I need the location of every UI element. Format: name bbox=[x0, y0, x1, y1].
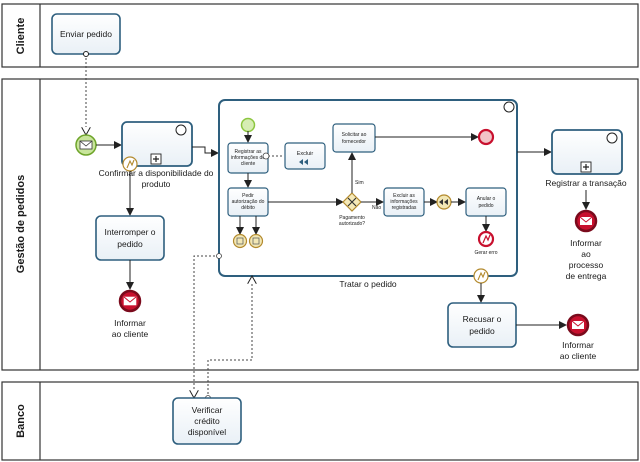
task-confirmar-label-2: produto bbox=[142, 179, 171, 189]
task-interromper-label-1: Interromper o bbox=[104, 227, 155, 237]
subtask-registrar-label-3: cliente bbox=[241, 161, 256, 167]
informar-processo-label-3: processo bbox=[569, 260, 604, 270]
informar-processo-label-2: ao bbox=[581, 249, 591, 259]
gateway-sim-label: Sim bbox=[355, 180, 364, 186]
end-message-event-informar-cliente-right: Informar ao cliente bbox=[560, 313, 597, 361]
compensation-boundary bbox=[262, 152, 270, 160]
task-confirmar-label-1: Confirmar a disponibilidade do bbox=[99, 168, 214, 178]
informar-cliente-right-label-2: ao cliente bbox=[560, 351, 597, 361]
intermediate-timer-event-2 bbox=[248, 233, 264, 249]
inner-start-event bbox=[240, 117, 256, 133]
task-recusar-pedido[interactable]: Recusar o pedido bbox=[447, 302, 517, 348]
gateway-nao-label: Não bbox=[372, 205, 381, 211]
end-message-event-informar-processo: Informar ao processo de entrega bbox=[566, 209, 607, 281]
subtask-anular-label-1: Anular o bbox=[477, 196, 496, 202]
gerar-erro-label: Gerar erro bbox=[474, 250, 497, 256]
compensation-throw-event bbox=[436, 194, 452, 210]
subtask-registrar-label-1: Registrar as bbox=[235, 149, 262, 155]
subtask-excluir-info-label-2: informações bbox=[390, 199, 418, 205]
inner-end-event bbox=[477, 128, 495, 146]
subtask-anular-label-2: pedido bbox=[478, 203, 493, 209]
subtask-solicitar-label-1: Solicitar ao bbox=[342, 132, 367, 138]
subtask-excluir-label: Excluir bbox=[297, 151, 314, 157]
subtask-registrar-informacoes[interactable]: Registrar as informações do cliente bbox=[227, 142, 269, 174]
subtask-pedir-label-1: Pedir bbox=[242, 193, 254, 199]
compensation-icon bbox=[299, 159, 308, 165]
subtask-pedir-label-3: débito bbox=[241, 205, 255, 211]
subtask-excluir[interactable]: Excluir bbox=[284, 142, 326, 170]
gateway-label-2: autorizado? bbox=[339, 221, 365, 227]
end-informar-cliente-label-2: ao cliente bbox=[112, 329, 149, 339]
task-registrar-transacao[interactable]: Registrar a transação bbox=[545, 129, 627, 188]
task-interromper-label-2: pedido bbox=[117, 239, 143, 249]
intermediate-timer-event-1 bbox=[232, 233, 248, 249]
subtask-solicitar-label-2: fornecedor bbox=[342, 139, 366, 145]
lane-label-cliente: Cliente bbox=[15, 18, 27, 55]
flow-confirmar-tratar bbox=[192, 146, 219, 157]
subtask-solicitar-fornecedor[interactable]: Solicitar ao fornecedor bbox=[332, 123, 376, 153]
task-verificar-label-1: Verificar bbox=[192, 405, 223, 415]
subtask-pedir-autorizacao[interactable]: Pedir autorização do débito bbox=[227, 187, 269, 217]
subtask-registrar-label-2: informações do bbox=[231, 155, 265, 161]
informar-processo-label-1: Informar bbox=[570, 238, 602, 248]
task-verificar-label-3: disponível bbox=[188, 427, 226, 437]
task-recusar-label-2: pedido bbox=[469, 326, 495, 336]
subtask-excluir-info-label-1: Excluir as bbox=[393, 193, 415, 199]
subtask-excluir-info-label-3: registradas bbox=[392, 205, 417, 211]
boundary-error-event-confirmar bbox=[122, 156, 138, 172]
start-message-event[interactable] bbox=[75, 134, 97, 156]
task-verificar-credito[interactable]: Verificar crédito disponível bbox=[172, 397, 242, 445]
task-registrar-transacao-label: Registrar a transação bbox=[545, 178, 627, 188]
end-informar-cliente-label-1: Informar bbox=[114, 318, 146, 328]
task-enviar-pedido-label: Enviar pedido bbox=[60, 29, 112, 39]
subtask-anular-pedido[interactable]: Anular o pedido bbox=[465, 187, 507, 217]
lane-label-banco: Banco bbox=[15, 404, 27, 438]
subtask-pedir-label-2: autorização do bbox=[232, 199, 265, 205]
lane-banco: Banco bbox=[1, 381, 639, 461]
message-flow-from-banco bbox=[207, 276, 252, 398]
boundary-error-event-tratar bbox=[473, 268, 489, 284]
end-error-event-gerar-erro: Gerar erro bbox=[474, 230, 498, 256]
informar-cliente-right-label-1: Informar bbox=[562, 340, 594, 350]
gateway-label-1: Pagamento bbox=[339, 215, 365, 221]
end-message-event-informar-cliente: Informar ao cliente bbox=[112, 289, 149, 339]
task-recusar-label-1: Recusar o bbox=[463, 314, 502, 324]
task-verificar-label-2: crédito bbox=[194, 416, 220, 426]
subprocess-tratar-label: Tratar o pedido bbox=[339, 279, 397, 289]
task-interromper-pedido[interactable]: Interromper o pedido bbox=[95, 215, 165, 261]
subtask-excluir-informacoes[interactable]: Excluir as informações registradas bbox=[383, 187, 425, 217]
task-confirmar-disponibilidade[interactable]: Confirmar a disponibilidade do produto bbox=[99, 121, 214, 189]
task-enviar-pedido[interactable]: Enviar pedido bbox=[51, 13, 121, 55]
message-flow-to-banco bbox=[194, 255, 219, 398]
lane-label-gestao: Gestão de pedidos bbox=[15, 175, 27, 273]
informar-processo-label-4: de entrega bbox=[566, 271, 607, 281]
exclusive-gateway-pagamento[interactable]: Pagamento autorizado? bbox=[339, 192, 365, 227]
